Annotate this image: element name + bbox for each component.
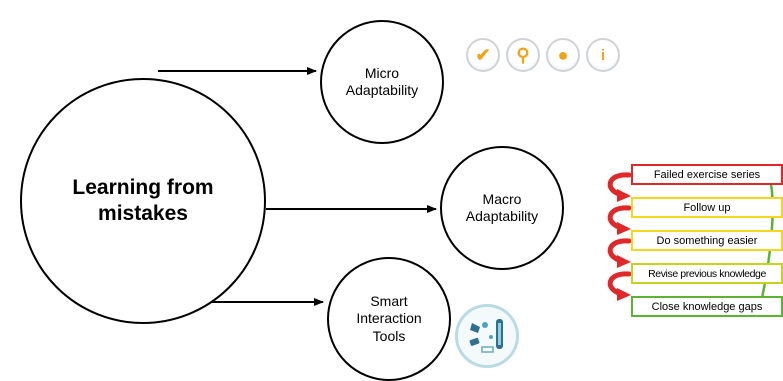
step-label: Revise previous knowledge	[648, 267, 766, 280]
magnifier-icon: ⚲	[506, 38, 540, 72]
micro-adaptability-node: Micro Adaptability	[320, 20, 444, 144]
step-follow-up: Follow up	[631, 197, 783, 218]
tools-illustration	[469, 319, 503, 353]
checkmark-glyph: ✔	[475, 44, 491, 65]
checkmark-icon: ✔	[466, 38, 500, 72]
step-label: Do something easier	[656, 234, 758, 247]
magnifier-glyph: ⚲	[516, 44, 530, 65]
loop-arrowheads	[617, 189, 631, 301]
smart-interaction-tools-node: Smart Interaction Tools	[327, 257, 451, 381]
interaction-tools-icon	[455, 304, 519, 368]
main-topic-label: Learning from mistakes	[72, 175, 214, 225]
macro-adaptability-node: Macro Adaptability	[440, 146, 564, 270]
lightbulb-icon: ●	[546, 38, 580, 72]
micro-icons-row: ✔ ⚲ ● i	[466, 38, 620, 72]
info-glyph: i	[600, 46, 606, 64]
micro-adaptability-label: Micro Adaptability	[345, 64, 419, 99]
step-revise-previous-knowledge: Revise previous knowledge	[631, 263, 783, 284]
smart-interaction-tools-label: Smart Interaction Tools	[356, 292, 422, 344]
step-label: Failed exercise series	[653, 168, 761, 181]
step-failed-exercise-series: Failed exercise series	[631, 164, 783, 185]
step-label: Close knowledge gaps	[651, 300, 763, 313]
step-do-something-easier: Do something easier	[631, 230, 783, 251]
lightbulb-glyph: ●	[557, 44, 569, 65]
macro-adaptability-label: Macro Adaptability	[465, 190, 539, 225]
step-label: Follow up	[683, 201, 731, 214]
step-close-knowledge-gaps: Close knowledge gaps	[631, 296, 783, 317]
info-icon: i	[586, 38, 620, 72]
main-topic-circle: Learning from mistakes	[20, 78, 266, 324]
